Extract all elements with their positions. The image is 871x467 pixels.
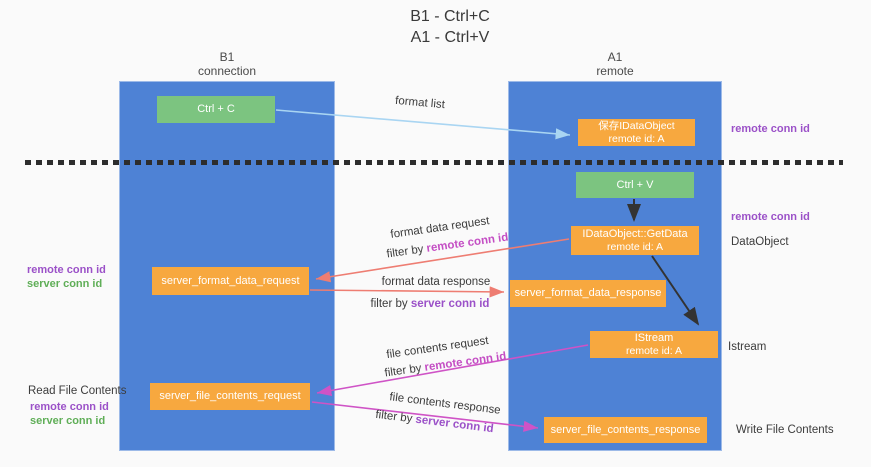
lane-b1-subtitle: connection (197, 64, 257, 78)
ctrl-v-label: Ctrl + V (616, 178, 654, 191)
format-data-response-label: format data response (381, 276, 491, 288)
filter-by-text: filter by (383, 362, 423, 380)
left-file-remote-conn-id-label: remote conn id (30, 401, 109, 413)
dataobject-label: DataObject (731, 236, 789, 248)
lane-header-a1: A1 remote (508, 50, 722, 78)
save-idataobject-line2: remote id: A (608, 132, 665, 145)
server-file-contents-request-label: server_file_contents_request (159, 390, 301, 402)
filter-by-text: filter by (374, 408, 414, 426)
left-file-server-conn-id-label: server conn id (30, 415, 106, 427)
save-idataobject-line1: 保存IDataObject (598, 119, 675, 132)
server-format-data-request-box: server_format_data_request (152, 267, 309, 295)
save-idataobject-box: 保存IDataObject remote id: A (578, 119, 695, 146)
remote-conn-id-text: remote conn id (425, 231, 510, 255)
server-conn-id-text: server conn id (410, 298, 490, 310)
session-divider-dashed-line (25, 160, 843, 165)
istream-line2: remote id: A (625, 344, 683, 357)
ctrl-c-box: Ctrl + C (157, 96, 275, 123)
filter-by-text: filter by (370, 298, 408, 310)
istream-line1: IStream (634, 331, 674, 344)
format-data-response-arrow (309, 286, 505, 298)
server-file-contents-request-box: server_file_contents_request (150, 383, 310, 410)
right-top-remote-conn-id-label: remote conn id (731, 123, 810, 135)
title-line-2: A1 - Ctrl+V (410, 29, 490, 46)
read-file-contents-label: Read File Contents (28, 385, 127, 397)
left-format-server-conn-id-label: server conn id (27, 278, 103, 290)
lane-a1-name: A1 (607, 50, 623, 64)
lane-b1-name: B1 (219, 50, 235, 64)
server-format-data-response-box: server_format_data_response (510, 280, 666, 307)
format-list-label: format list (394, 94, 446, 112)
ctrl-c-label: Ctrl + C (197, 103, 235, 115)
server-conn-id-text: server conn id (414, 413, 495, 436)
istream-side-label: Istream (728, 341, 767, 353)
server-format-data-request-label: server_format_data_request (161, 274, 300, 287)
server-format-data-response-label: server_format_data_response (514, 287, 662, 299)
lane-a1-subtitle: remote (596, 64, 634, 78)
write-file-contents-label: Write File Contents (736, 424, 834, 436)
format-response-filter-label: filter by server conn id (370, 298, 490, 310)
getdata-line1: IDataObject::GetData (582, 227, 688, 240)
istream-box: IStream remote id: A (590, 331, 718, 358)
ctrl-v-box: Ctrl + V (576, 172, 694, 198)
right-mid-remote-conn-id-label: remote conn id (731, 211, 810, 223)
title-line-1: B1 - Ctrl+C (410, 8, 490, 25)
diagram-title: B1 - Ctrl+C A1 - Ctrl+V (330, 6, 570, 48)
server-file-contents-response-label: server_file_contents_response (550, 423, 701, 436)
filter-by-text: filter by (385, 243, 425, 261)
server-file-contents-response-box: server_file_contents_response (544, 417, 707, 443)
lane-header-b1: B1 connection (119, 50, 335, 78)
getdata-line2: remote id: A (606, 240, 664, 253)
idataobject-getdata-box: IDataObject::GetData remote id: A (571, 226, 699, 255)
left-format-remote-conn-id-label: remote conn id (27, 264, 106, 276)
